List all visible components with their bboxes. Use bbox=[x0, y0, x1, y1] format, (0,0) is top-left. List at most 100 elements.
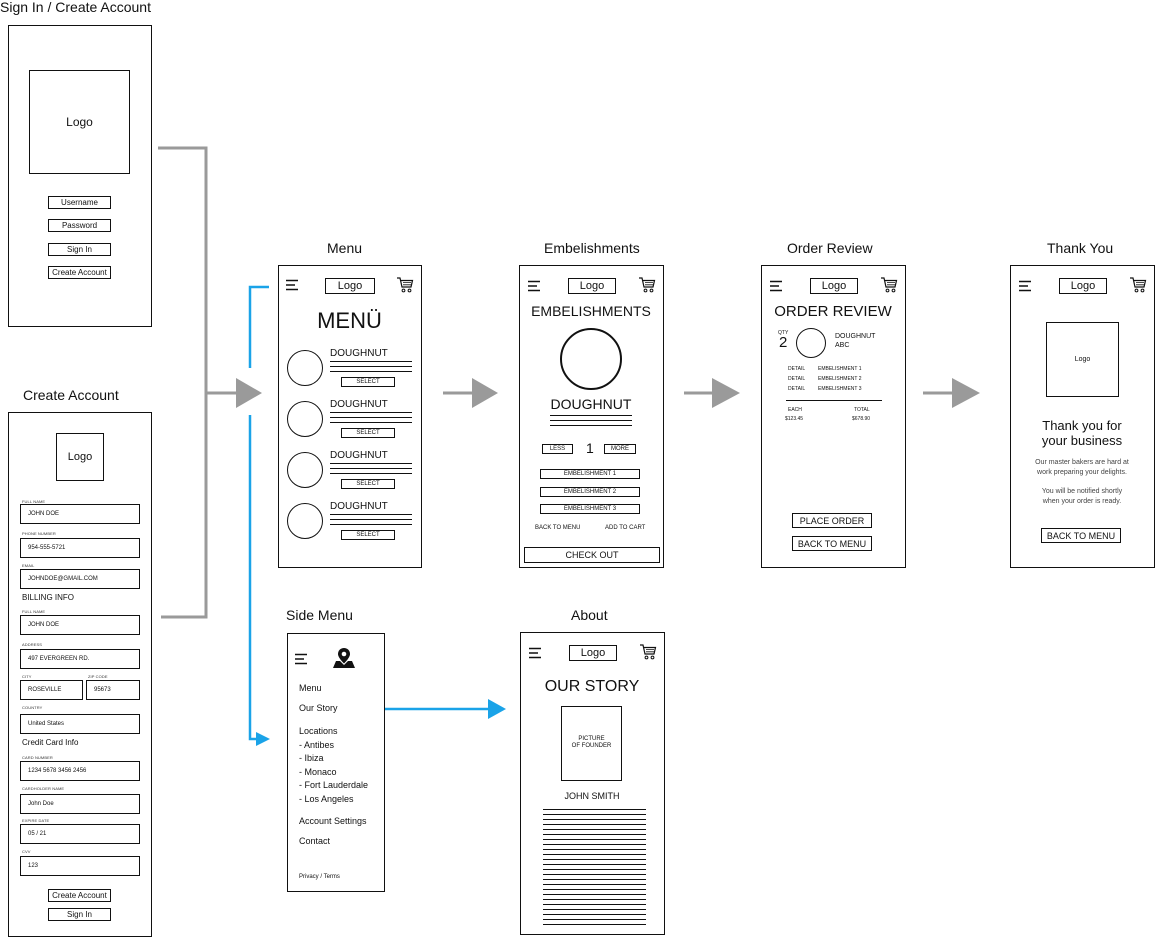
card-number-label: CARD NUMBER bbox=[22, 755, 53, 760]
less-button[interactable]: LESS bbox=[542, 444, 573, 454]
logo-box: Logo bbox=[1046, 322, 1119, 397]
picture-caption: OF FOUNDER bbox=[571, 743, 612, 749]
page-heading: OUR STORY bbox=[544, 678, 640, 695]
back-to-menu-link[interactable]: BACK TO MENU bbox=[535, 525, 581, 531]
side-item-account-settings[interactable]: Account Settings bbox=[299, 816, 367, 826]
place-order-button[interactable]: PLACE ORDER bbox=[792, 513, 872, 528]
create-account-button[interactable]: Create Account bbox=[48, 266, 111, 279]
hamburger-icon[interactable] bbox=[529, 647, 543, 659]
create-title: Create Account bbox=[23, 387, 119, 403]
embelishment-option[interactable]: EMBELISHMENT 3 bbox=[540, 504, 640, 514]
zip-label: ZIP CODE bbox=[88, 674, 108, 679]
side-item-location[interactable]: - Fort Lauderdale bbox=[299, 780, 369, 790]
detail-label: DETAIL bbox=[788, 366, 806, 372]
product-name: DOUGHNUT bbox=[835, 333, 876, 340]
cart-icon[interactable] bbox=[880, 276, 898, 294]
side-item-location[interactable]: - Monaco bbox=[299, 767, 337, 777]
header-logo[interactable]: Logo bbox=[810, 278, 858, 294]
order-review-screen: Logo ORDER REVIEW QTY 2 DOUGHNUT ABC DET… bbox=[761, 265, 906, 568]
cart-icon[interactable] bbox=[638, 276, 656, 294]
hamburger-icon[interactable] bbox=[770, 280, 784, 292]
text-line bbox=[330, 417, 412, 419]
menu-item: DOUGHNUT SELECT bbox=[279, 397, 420, 445]
hamburger-icon[interactable] bbox=[1019, 280, 1033, 292]
email-field[interactable]: JOHNDOE@GMAIL.COM bbox=[20, 569, 140, 589]
cardholder-field[interactable]: John Doe bbox=[20, 794, 140, 814]
side-item-location[interactable]: - Los Angeles bbox=[299, 794, 354, 804]
hamburger-icon[interactable] bbox=[528, 280, 542, 292]
header-logo[interactable]: Logo bbox=[569, 645, 617, 661]
address-field[interactable]: 497 EVERGREEN RD. bbox=[20, 649, 140, 669]
hamburger-icon[interactable] bbox=[295, 653, 309, 665]
add-to-cart-link[interactable]: ADD TO CART bbox=[605, 525, 646, 531]
menu-screen: Logo MENÜ DOUGHNUT SELECT DOUGHNUT SELEC… bbox=[278, 265, 422, 568]
page-heading: MENÜ bbox=[317, 308, 382, 333]
detail-value: EMBELISHMENT 2 bbox=[818, 376, 862, 382]
about-title: About bbox=[571, 607, 608, 623]
billing-name-label: FULL NAME bbox=[22, 609, 46, 614]
side-item-contact[interactable]: Contact bbox=[299, 836, 331, 846]
phone-label: PHONE NUMBER bbox=[22, 531, 56, 536]
select-button[interactable]: SELECT bbox=[341, 428, 395, 438]
picture-caption: PICTURE bbox=[578, 736, 605, 742]
story-text-lines bbox=[543, 809, 646, 925]
side-menu-screen: Menu Our Story Locations - Antibes - Ibi… bbox=[287, 633, 385, 892]
select-button[interactable]: SELECT bbox=[341, 530, 395, 540]
select-button[interactable]: SELECT bbox=[341, 377, 395, 387]
embelishment-option[interactable]: EMBELISHMENT 1 bbox=[540, 469, 640, 479]
create-account-button[interactable]: Create Account bbox=[48, 889, 111, 902]
card-number-field[interactable]: 1234 5678 3456 2456 bbox=[20, 761, 140, 781]
cart-icon[interactable] bbox=[1129, 276, 1147, 294]
header-logo[interactable]: Logo bbox=[568, 278, 616, 294]
billing-heading: BILLING INFO bbox=[22, 593, 75, 602]
review-title: Order Review bbox=[787, 240, 873, 256]
embelishment-option[interactable]: EMBELISHMENT 2 bbox=[540, 487, 640, 497]
select-button[interactable]: SELECT bbox=[341, 479, 395, 489]
more-button[interactable]: MORE bbox=[604, 444, 636, 454]
side-item-menu[interactable]: Menu bbox=[299, 683, 322, 693]
doughnut-image bbox=[287, 452, 323, 488]
side-item-our-story[interactable]: Our Story bbox=[299, 703, 338, 713]
menu-item: DOUGHNUT SELECT bbox=[279, 499, 420, 547]
hamburger-icon[interactable] bbox=[286, 279, 300, 291]
expire-field[interactable]: 05 / 21 bbox=[20, 824, 140, 844]
signin-screen: Logo Username Password Sign In Create Ac… bbox=[8, 25, 152, 327]
product-variant: ABC bbox=[835, 342, 850, 349]
full-name-field[interactable]: JOHN DOE bbox=[20, 504, 140, 524]
logo-box: Logo bbox=[29, 70, 130, 174]
doughnut-image bbox=[560, 328, 622, 390]
phone-field[interactable]: 954-555-5721 bbox=[20, 538, 140, 558]
back-to-menu-button[interactable]: BACK TO MENU bbox=[1041, 528, 1121, 543]
cart-icon[interactable] bbox=[639, 643, 657, 661]
item-name: DOUGHNUT bbox=[330, 348, 388, 359]
back-to-menu-button[interactable]: BACK TO MENU bbox=[792, 536, 872, 551]
billing-name-field[interactable]: JOHN DOE bbox=[20, 615, 140, 635]
each-value: $123.45 bbox=[785, 416, 804, 422]
side-item-locations[interactable]: Locations bbox=[299, 726, 338, 736]
page-heading: ORDER REVIEW bbox=[774, 303, 892, 320]
header-logo[interactable]: Logo bbox=[1059, 278, 1107, 294]
signin-button[interactable]: Sign In bbox=[48, 243, 111, 256]
cc-heading: Credit Card Info bbox=[22, 738, 79, 747]
username-field[interactable]: Username bbox=[48, 196, 111, 209]
header-logo[interactable]: Logo bbox=[325, 278, 375, 294]
cart-icon[interactable] bbox=[396, 276, 414, 294]
checkout-button[interactable]: CHECK OUT bbox=[524, 547, 660, 563]
text-line bbox=[330, 412, 412, 414]
cvv-field[interactable]: 123 bbox=[20, 856, 140, 876]
side-item-location[interactable]: - Antibes bbox=[299, 740, 335, 750]
each-label: EACH bbox=[788, 407, 802, 413]
text-line bbox=[330, 361, 412, 363]
city-field[interactable]: ROSEVILLE bbox=[20, 680, 83, 700]
country-field[interactable]: United States bbox=[20, 714, 140, 734]
signin-button[interactable]: Sign In bbox=[48, 908, 111, 921]
email-label: EMAIL bbox=[22, 563, 35, 568]
side-item-location[interactable]: - Ibiza bbox=[299, 753, 324, 763]
text-line bbox=[330, 519, 412, 521]
password-field[interactable]: Password bbox=[48, 219, 111, 232]
privacy-terms-link[interactable]: Privacy / Terms bbox=[299, 874, 340, 880]
founder-name: JOHN SMITH bbox=[564, 791, 620, 801]
doughnut-image bbox=[287, 401, 323, 437]
zip-field[interactable]: 95673 bbox=[86, 680, 140, 700]
doughnut-image bbox=[287, 350, 323, 386]
